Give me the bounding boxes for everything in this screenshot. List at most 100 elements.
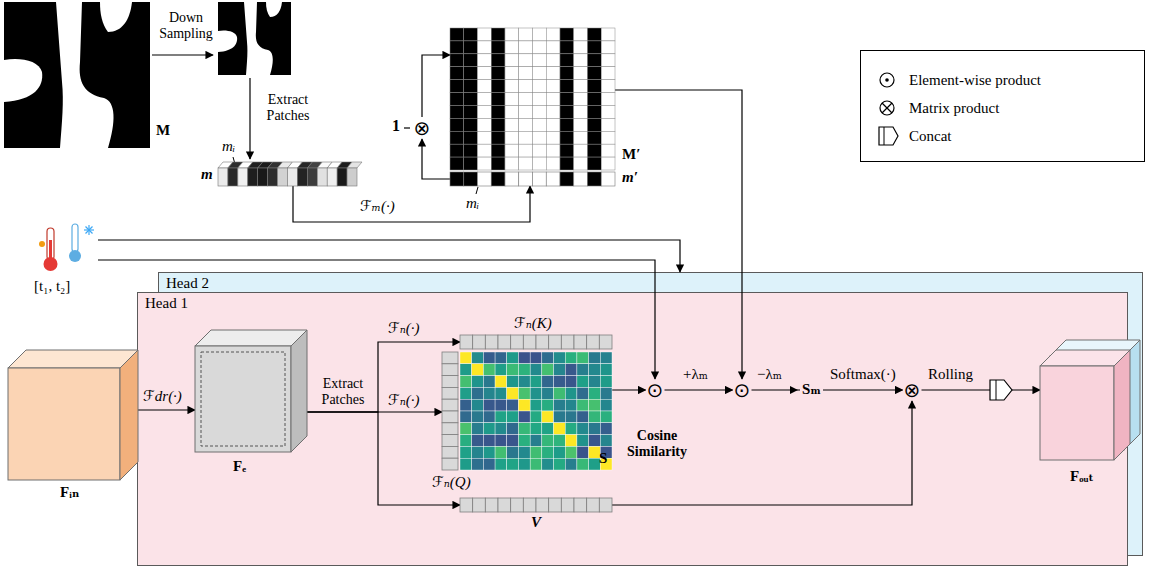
drawing-part (297, 168, 307, 186)
drawing-part (450, 93, 464, 106)
drawing-part (519, 41, 533, 54)
drawing-part (530, 458, 542, 470)
drawing-part (218, 2, 291, 75)
drawing-part (442, 352, 458, 364)
drawing-part (577, 387, 589, 399)
drawing-part (450, 105, 464, 118)
drawing-part (460, 335, 473, 349)
node-text: Fₑ (233, 458, 246, 475)
drawing-part (588, 80, 602, 93)
key-strip: ℱₙ(K) (460, 335, 612, 349)
drawing-part (460, 435, 472, 447)
drawing-part (589, 423, 601, 435)
node-text: [t₁, t₂] (34, 278, 70, 295)
drawing-part (1114, 350, 1130, 460)
drawing-part (507, 435, 519, 447)
drawing-part (519, 157, 533, 170)
drawing-part (549, 498, 562, 512)
drawing-part (600, 399, 612, 411)
drawing-part (574, 498, 587, 512)
annotation-label: Down Sampling (157, 10, 215, 42)
embedded-feature-cube: Fₑ (195, 330, 307, 452)
mask-vector: m′ (450, 172, 615, 186)
drawing-part (478, 41, 492, 54)
drawing-part (533, 54, 547, 67)
drawing-part (507, 376, 519, 388)
drawing-part (460, 376, 472, 388)
drawing-part (442, 435, 458, 447)
drawing-part (577, 446, 589, 458)
drawing-part (577, 364, 589, 376)
node-text: Fᵢₙ (60, 484, 80, 501)
drawing-part (577, 423, 589, 435)
drawing-part (588, 54, 602, 67)
annotation-label: Sₘ (800, 381, 823, 398)
drawing-part (519, 131, 533, 144)
drawing-part (599, 498, 612, 512)
drawing-part (483, 435, 495, 447)
drawing-part (442, 423, 458, 435)
drawing-part (266, 2, 282, 17)
annotation-label: −λₘ (757, 366, 782, 383)
drawing-part (536, 498, 549, 512)
drawing-part (450, 28, 464, 41)
mask-matrix: M′ (450, 28, 615, 170)
drawing-part (498, 335, 511, 349)
drawing-part (478, 28, 492, 41)
drawing-part (600, 387, 612, 399)
elementwise-operator: ⊙ (733, 379, 752, 401)
drawing-part (307, 168, 317, 186)
drawing-part (507, 364, 519, 376)
drawing-part (882, 103, 892, 113)
drawing-part (450, 54, 464, 67)
drawing-part (885, 78, 889, 82)
drawing-part (542, 352, 554, 364)
drawing-part (518, 364, 530, 376)
drawing-part (533, 105, 547, 118)
drawing-part (542, 411, 554, 423)
node-text: V (531, 514, 541, 531)
drawing-part (228, 168, 238, 186)
drawing-part (472, 458, 484, 470)
drawing-part (86, 227, 93, 234)
drawing-part (546, 172, 560, 186)
drawing-part (442, 446, 458, 458)
drawing-part (530, 364, 542, 376)
drawing-part (4, 59, 42, 102)
drawing-part (483, 458, 495, 470)
drawing-part (587, 498, 600, 512)
drawing-part (554, 411, 566, 423)
drawing-part (518, 423, 530, 435)
connector-arrow (922, 389, 1041, 390)
drawing-part (542, 446, 554, 458)
drawing-part (519, 105, 533, 118)
drawing-part (491, 157, 505, 170)
value-strip: V (460, 498, 612, 512)
legend-text: Element-wise product (909, 72, 1041, 89)
output-feature-cube-drawing (1040, 340, 1140, 460)
drawing-part (601, 144, 615, 157)
drawing-part (460, 498, 473, 512)
edge-label: Rolling (928, 366, 973, 383)
mask-image: M (4, 2, 150, 148)
drawing-part (464, 105, 478, 118)
drawing-part (587, 335, 600, 349)
drawing-part (601, 118, 615, 131)
drawing-part (530, 435, 542, 447)
drawing-part (577, 458, 589, 470)
drawing-part (347, 162, 362, 168)
drawing-part (476, 187, 478, 194)
drawing-part (495, 376, 507, 388)
drawing-part (505, 41, 519, 54)
drawing-part (530, 423, 542, 435)
node-text: m′ (622, 169, 638, 186)
drawing-part (589, 387, 601, 399)
drawing-part (554, 376, 566, 388)
drawing-part (542, 376, 554, 388)
drawing-part (546, 105, 560, 118)
drawing-part (574, 105, 588, 118)
drawing-part (218, 168, 228, 186)
drawing-part (589, 411, 601, 423)
drawing-part (600, 364, 612, 376)
drawing-part (491, 80, 505, 93)
